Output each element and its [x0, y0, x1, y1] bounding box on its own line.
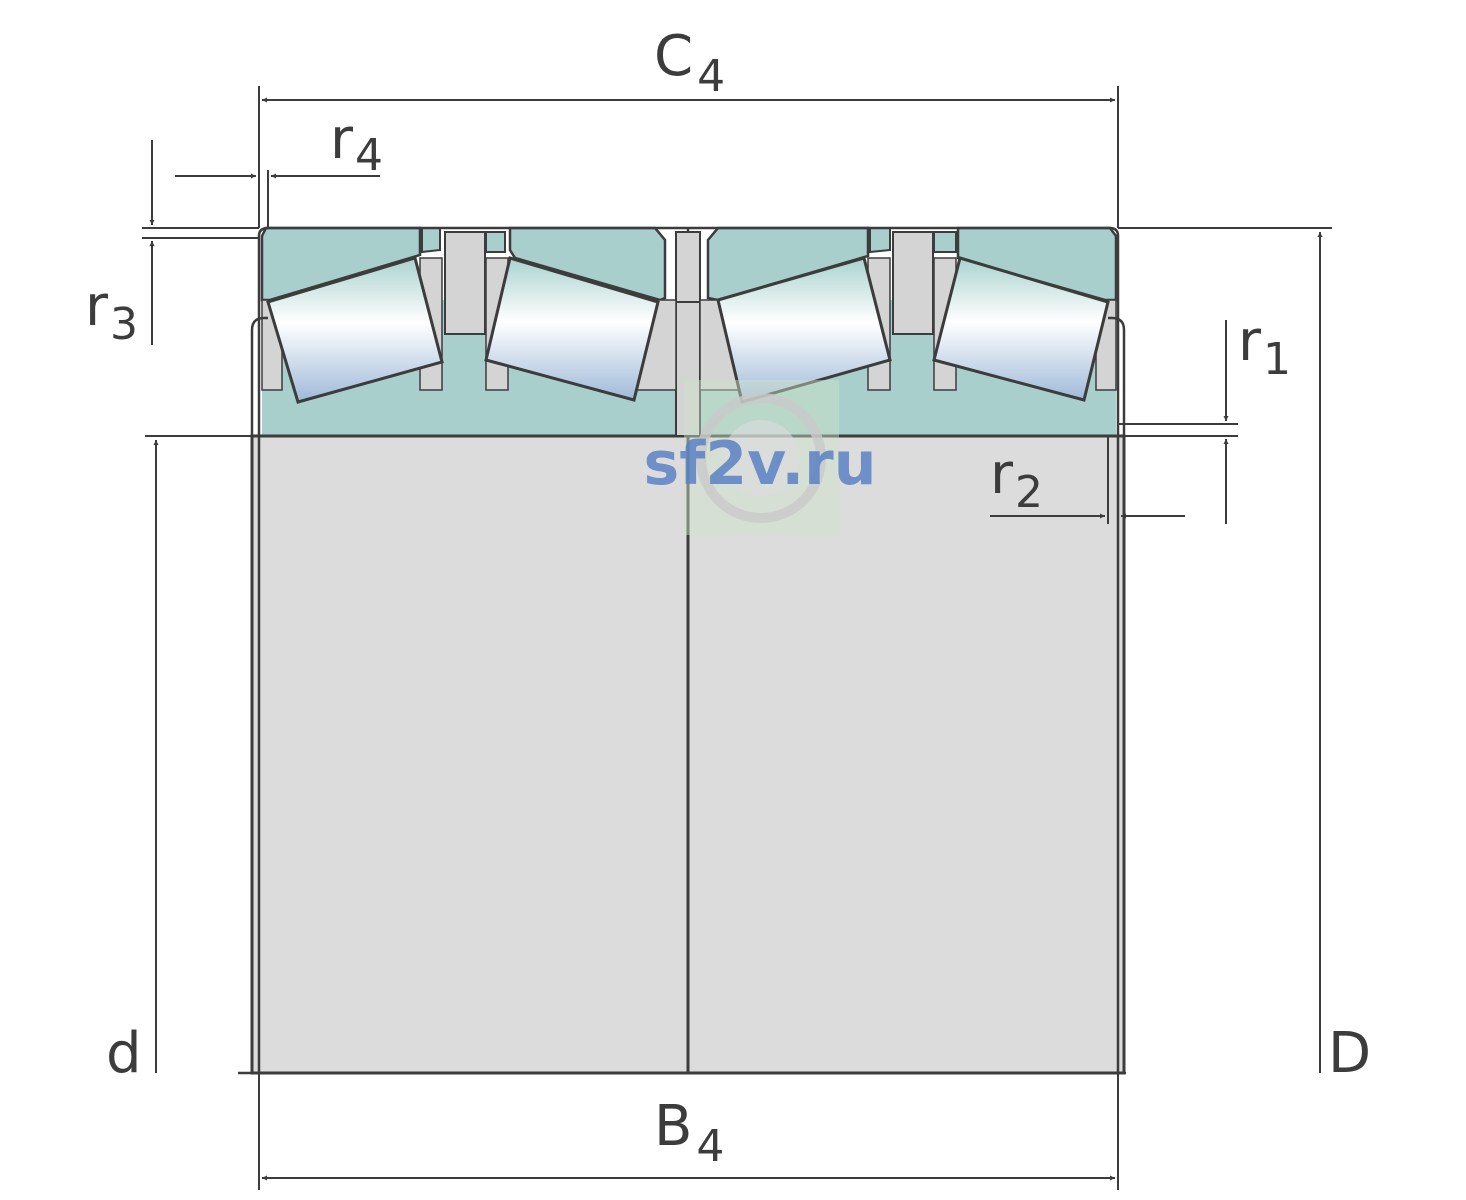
roller-1 [266, 256, 444, 404]
label-D-outer: D [1328, 1021, 1371, 1086]
watermark: sf2v.ru [644, 380, 877, 535]
watermark-text: sf2v.ru [644, 429, 877, 499]
label-b4: B4 [654, 1094, 724, 1172]
label-c4: C4 [654, 24, 725, 102]
roller-3 [716, 256, 892, 404]
roller-2 [484, 256, 660, 402]
label-r3: r3 [85, 274, 138, 350]
tapered-rollers [266, 256, 1110, 404]
dimension-labels: C4 B4 r4 r3 r1 r2 d D [85, 24, 1371, 1172]
label-r1: r1 [1238, 309, 1291, 385]
inner-ring [250, 434, 1126, 1075]
roller-4 [932, 256, 1110, 402]
label-d-bore: d [106, 1021, 142, 1086]
label-r2: r2 [990, 442, 1043, 518]
label-r4: r4 [330, 107, 383, 181]
dimension-lines [142, 86, 1332, 1190]
